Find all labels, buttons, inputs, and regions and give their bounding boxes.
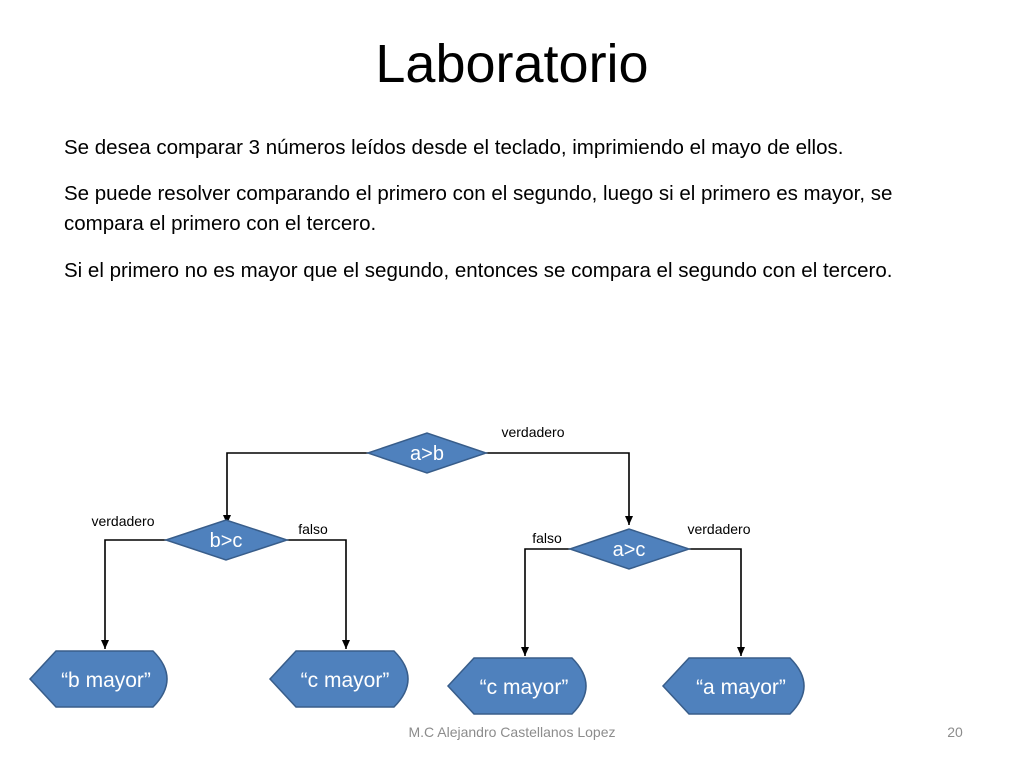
connector-right-true [689, 548, 745, 656]
branch-label-right-true: verdadero [687, 521, 750, 537]
decision-left: b>c [163, 519, 290, 561]
slide-title: Laboratorio [375, 34, 649, 94]
connector-left-false [287, 539, 350, 649]
decision-diamond-shape [365, 432, 489, 474]
decision-right-label: a>c [613, 539, 646, 561]
branch-label-root-true: verdadero [501, 424, 564, 440]
paragraph-approach: Se puede resolver comparando el primero … [64, 182, 893, 235]
output-b-mayor-label: “b mayor” [61, 669, 151, 692]
paragraph-else-case: Si el primero no es mayor que el segundo… [64, 259, 893, 282]
decision-diamond-shape [567, 528, 692, 570]
paragraph-problem: Se desea comparar 3 números leídos desde… [64, 136, 844, 159]
output-display-shape [268, 650, 409, 708]
output-c-mayor-left: “c mayor” [268, 650, 409, 708]
connector-root-to-left [223, 452, 368, 524]
decision-diamond-shape [163, 519, 290, 561]
output-a-mayor-label: “a mayor” [696, 676, 786, 699]
connector-root-to-right [486, 452, 633, 525]
connector-left-true [101, 539, 166, 649]
branch-label-right-false: falso [532, 530, 562, 546]
decision-root: a>b [365, 432, 489, 474]
output-display-shape [28, 650, 168, 708]
branch-label-left-true: verdadero [91, 513, 154, 529]
output-a-mayor: “a mayor” [661, 657, 805, 715]
output-b-mayor: “b mayor” [28, 650, 168, 708]
page-number: 20 [947, 724, 963, 740]
output-display-shape [446, 657, 587, 715]
decision-left-label: b>c [210, 530, 243, 552]
branch-label-left-false: falso [298, 521, 328, 537]
output-c-mayor-right: “c mayor” [446, 657, 587, 715]
output-display-shape [661, 657, 805, 715]
output-c-mayor-right-label: “c mayor” [480, 676, 569, 699]
connectors [101, 452, 745, 656]
decision-right: a>c [567, 528, 692, 570]
footer-author: M.C Alejandro Castellanos Lopez [408, 724, 616, 740]
connector-right-false [521, 548, 570, 656]
output-c-mayor-left-label: “c mayor” [301, 669, 390, 692]
decision-root-label: a>b [410, 443, 444, 465]
